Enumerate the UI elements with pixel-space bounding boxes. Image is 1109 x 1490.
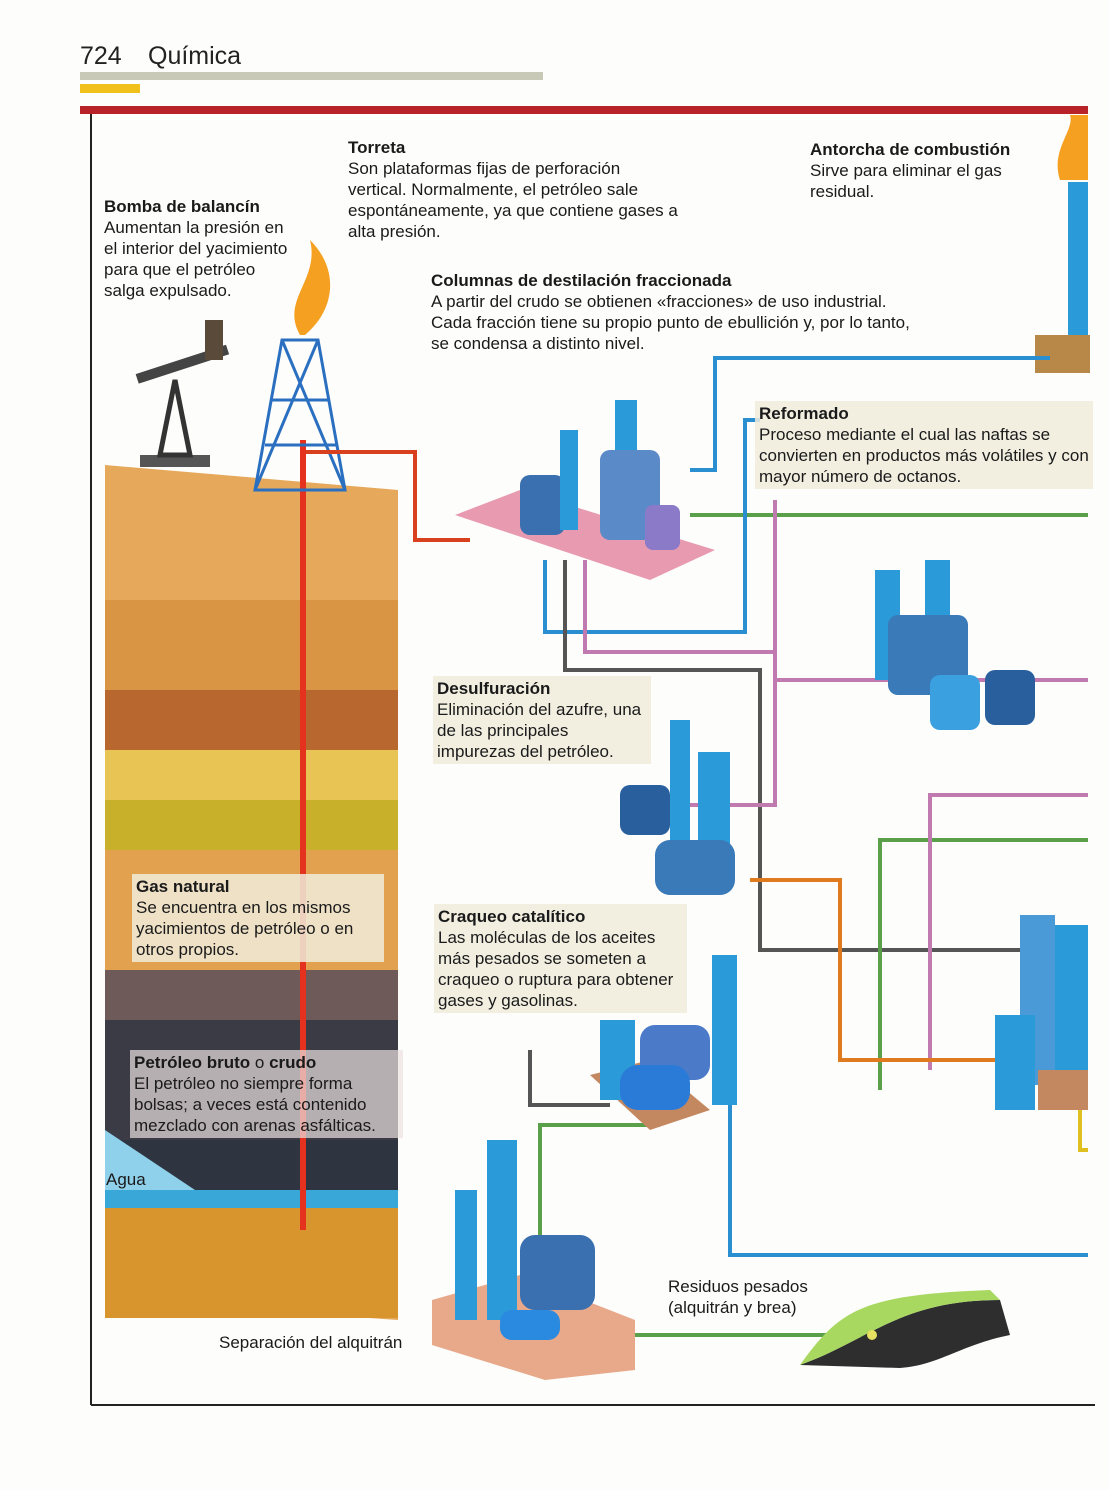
label-text: Eliminación del azufre, una de las princ…	[437, 700, 642, 761]
label-bomba-balancin: Bomba de balancín Aumentan la presión en…	[104, 196, 294, 301]
label-text: Se encuentra en los mismos yacimientos d…	[136, 898, 354, 959]
pump-jack	[135, 320, 230, 467]
label-text: Proceso mediante el cual las naftas se c…	[759, 425, 1089, 486]
road	[800, 1290, 1010, 1368]
distillation-plant	[455, 400, 715, 580]
label-title: Craqueo catalítico	[438, 907, 586, 926]
label-text: El petróleo no siempre forma bolsas; a v…	[134, 1074, 376, 1135]
label-separacion: Separación del alquitrán	[219, 1333, 403, 1352]
header-yellow-bar	[80, 84, 140, 93]
well-pipe	[300, 440, 306, 1230]
label-gas-natural: Gas natural Se encuentra en los mismos y…	[132, 874, 384, 962]
label-craqueo: Craqueo catalítico Las moléculas de los …	[434, 904, 687, 1013]
label-torreta: Torreta Son plataformas fijas de perfora…	[348, 137, 683, 242]
label-title-bold-2: crudo	[269, 1053, 317, 1072]
derrick-flame	[294, 240, 331, 335]
label-text: Son plataformas fijas de perforación ver…	[348, 159, 678, 241]
section-title: Química	[148, 42, 242, 70]
flare-stack	[1068, 182, 1088, 342]
label-columnas: Columnas de destilación fraccionada A pa…	[431, 270, 916, 354]
label-title-bold: Petróleo bruto	[134, 1053, 251, 1072]
label-agua: Agua	[106, 1170, 146, 1189]
label-text: A partir del crudo se obtienen «fraccion…	[431, 292, 910, 353]
label-reformado: Reformado Proceso mediante el cual las n…	[755, 401, 1093, 489]
flare-flame	[1057, 115, 1088, 180]
label-title: Desulfuración	[437, 679, 551, 698]
frame-top-red-bar	[80, 106, 1088, 114]
label-desulfuracion: Desulfuración Eliminación del azufre, un…	[433, 676, 651, 764]
desulfurization-plant	[620, 720, 735, 895]
label-petroleo-crudo: Petróleo bruto o crudo El petróleo no si…	[130, 1050, 403, 1138]
label-title: Reformado	[759, 404, 849, 423]
label-text: Las moléculas de los aceites más pesados…	[438, 928, 674, 1010]
header-gray-bar	[80, 72, 543, 80]
reforming-plant	[875, 560, 1035, 730]
cracking-plant	[590, 955, 737, 1130]
label-title: Bomba de balancín	[104, 197, 260, 216]
label-title: Antorcha de combustión	[810, 140, 1011, 159]
label-title: Torreta	[348, 138, 406, 157]
label-text: Aumentan la presión en el interior del y…	[104, 218, 288, 300]
label-title: Columnas de destilación fraccionada	[431, 271, 732, 290]
label-residuos: Residuos pesados (alquitrán y brea)	[668, 1277, 808, 1317]
drilling-derrick	[253, 338, 347, 492]
pipes	[306, 356, 1088, 1337]
label-text: Sirve para eliminar el gas residual.	[810, 161, 1002, 201]
page-number: 724	[80, 42, 122, 70]
right-plant	[995, 915, 1088, 1110]
label-title-mid: o	[250, 1053, 270, 1072]
label-antorcha: Antorcha de combustión Sirve para elimin…	[810, 139, 1040, 202]
flare-base	[1035, 335, 1090, 373]
label-title: Gas natural	[136, 877, 230, 896]
tar-separation-plant	[432, 1140, 635, 1380]
